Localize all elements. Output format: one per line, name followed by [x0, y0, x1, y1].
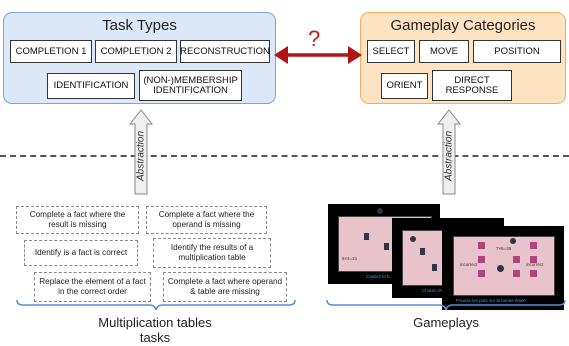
abstraction-arrow-left	[128, 109, 154, 195]
screenshot-3-label-right: incorrect	[526, 262, 544, 267]
abstraction-label-right: Abstraction	[443, 130, 455, 182]
gameplay-orient: ORIENT	[381, 73, 428, 99]
game-token	[497, 265, 504, 272]
gameplay-direct-response: DIRECT RESPONSE	[432, 70, 512, 101]
game-token	[384, 243, 389, 250]
task-replace-element: Replace the element of a fact in the cor…	[34, 272, 151, 302]
gameplay-screenshot-3: Pousse les pots sur la bonne étoile	[442, 226, 564, 310]
screenshot-1-label: 6×4=21	[342, 256, 358, 261]
game-tile	[530, 242, 537, 249]
gameplay-categories-title: Gameplay Categories	[390, 17, 536, 34]
game-tile	[513, 256, 520, 263]
task-complete-result: Complete a fact where the result is miss…	[16, 206, 139, 234]
task-type-completion-2: COMPLETION 2	[95, 40, 177, 63]
gameplay-select: SELECT	[367, 40, 415, 63]
game-tile	[478, 270, 485, 277]
game-token	[432, 264, 437, 271]
abstraction-label-left: Abstraction	[135, 130, 147, 182]
task-type-reconstruction: RECONSTRUCTION	[180, 40, 270, 63]
screenshot-footer-1: Cassez le b...	[366, 274, 394, 279]
game-token	[410, 236, 416, 242]
task-complete-operand: Complete a fact where the operand is mis…	[146, 206, 267, 234]
task-types-title: Task Types	[102, 17, 177, 34]
tasks-bracket	[16, 299, 296, 311]
game-tile	[513, 270, 520, 277]
abstraction-arrow-right	[436, 109, 462, 195]
link-arrow	[274, 46, 362, 64]
tasks-caption: Multiplication tables tasks	[98, 315, 212, 345]
game-token	[377, 208, 383, 214]
task-type-identification: IDENTIFICATION	[47, 73, 135, 99]
game-tile	[478, 242, 485, 249]
gameplay-position: POSITION	[473, 40, 561, 63]
task-type-completion-1: COMPLETION 1	[10, 40, 92, 63]
gameplays-caption: Gameplays	[413, 315, 479, 330]
link-question-mark: ?	[308, 26, 321, 51]
gameplay-move: MOVE	[419, 40, 469, 63]
game-token	[420, 248, 425, 255]
task-identify-fact-correct: Identify is a fact is correct	[24, 240, 138, 266]
task-identify-results: Identify the results of a multiplication…	[153, 238, 271, 268]
separator-line	[0, 155, 569, 157]
game-tile	[530, 256, 537, 263]
screenshot-footer-3: Pousse les pots sur la bonne étoile	[456, 298, 526, 303]
gameplays-bracket	[326, 299, 566, 311]
screenshot-footer-2: Choisir choisi...	[422, 288, 453, 293]
screenshot-3-label-left: incorrect	[460, 262, 478, 267]
task-type-non-membership-identification: (NON-)MEMBERSHIP IDENTIFICATION	[139, 70, 242, 101]
game-token	[364, 233, 369, 240]
task-complete-operand-table: Complete a fact where operand & table ar…	[163, 272, 287, 302]
game-tile	[478, 256, 485, 263]
game-tile	[530, 270, 537, 277]
screenshot-3-label-top: 7×5=35	[496, 246, 512, 251]
game-token	[510, 238, 516, 244]
